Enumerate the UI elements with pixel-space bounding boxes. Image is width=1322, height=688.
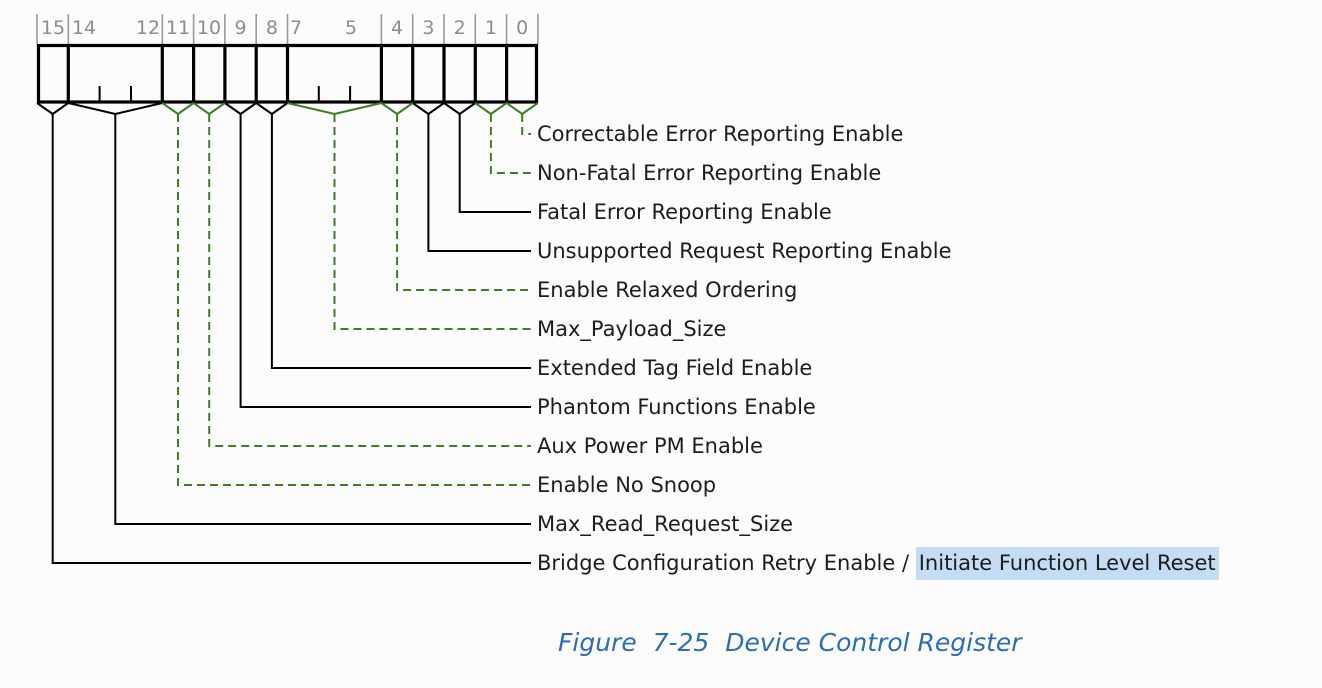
field-label-bridge-configuration-retry-enable: Bridge Configuration Retry Enable / Init… bbox=[537, 547, 1219, 580]
label-separator: / bbox=[895, 551, 916, 575]
connector-bits-7-5 bbox=[287, 102, 531, 330]
bit-number-8: 8 bbox=[265, 17, 278, 39]
bit-number-4: 4 bbox=[390, 17, 404, 39]
bit-number-15: 15 bbox=[40, 17, 66, 39]
field-label-unsupported-request-reporting-enable: Unsupported Request Reporting Enable bbox=[537, 239, 952, 263]
field-label-phantom-functions-enable: Phantom Functions Enable bbox=[537, 395, 816, 419]
bit-number-5: 5 bbox=[344, 17, 358, 39]
multibit-inner-ticks bbox=[98, 86, 352, 101]
connector-bit-8 bbox=[255, 102, 531, 369]
connector-bit-1 bbox=[474, 102, 531, 174]
bridge-configuration-retry-enable-text: Bridge Configuration Retry Enable bbox=[537, 551, 896, 575]
register-cell-dividers bbox=[66, 44, 509, 103]
bit-number-7: 7 bbox=[289, 17, 303, 39]
field-label-enable-relaxed-ordering: Enable Relaxed Ordering bbox=[537, 278, 798, 302]
connector-bit-9 bbox=[224, 102, 531, 408]
field-label-aux-power-pm-enable: Aux Power PM Enable bbox=[537, 434, 763, 458]
field-label-non-fatal-error-reporting-enable: Non-Fatal Error Reporting Enable bbox=[537, 161, 882, 185]
bit-number-2: 2 bbox=[453, 17, 466, 39]
field-label-max-payload-size: Max_Payload_Size bbox=[537, 317, 727, 341]
field-label-correctable-error-reporting-enable: Correctable Error Reporting Enable bbox=[537, 122, 904, 146]
connector-bit-11 bbox=[161, 102, 531, 486]
bit-number-10: 10 bbox=[196, 17, 222, 39]
bit-number-0: 0 bbox=[516, 17, 529, 39]
connector-bits-14-12 bbox=[68, 102, 531, 525]
bit-number-14: 14 bbox=[71, 17, 97, 39]
bit-number-1: 1 bbox=[484, 17, 497, 39]
field-label-enable-no-snoop: Enable No Snoop bbox=[537, 473, 717, 497]
connector-bit-15 bbox=[36, 102, 531, 564]
connector-bit-2 bbox=[443, 102, 531, 213]
field-label-extended-tag-field-enable: Extended Tag Field Enable bbox=[537, 356, 813, 380]
figure-caption: Figure 7-25 Device Control Register bbox=[558, 628, 1022, 657]
bit-number-9: 9 bbox=[234, 17, 247, 39]
bit-number-12: 12 bbox=[135, 17, 161, 39]
bit-number-11: 11 bbox=[165, 17, 191, 39]
connector-bit-3 bbox=[412, 102, 531, 252]
field-label-max-read-request-size: Max_Read_Request_Size bbox=[537, 512, 794, 536]
connector-bit-4 bbox=[380, 102, 531, 291]
field-label-fatal-error-reporting-enable: Fatal Error Reporting Enable bbox=[537, 200, 832, 224]
connector-bit-0 bbox=[506, 102, 539, 135]
bit-boundary-ticks bbox=[36, 14, 539, 44]
connector-bit-10 bbox=[193, 102, 531, 447]
initiate-function-level-reset-highlighted-text: Initiate Function Level Reset bbox=[915, 547, 1219, 580]
bit-number-3: 3 bbox=[422, 17, 435, 39]
